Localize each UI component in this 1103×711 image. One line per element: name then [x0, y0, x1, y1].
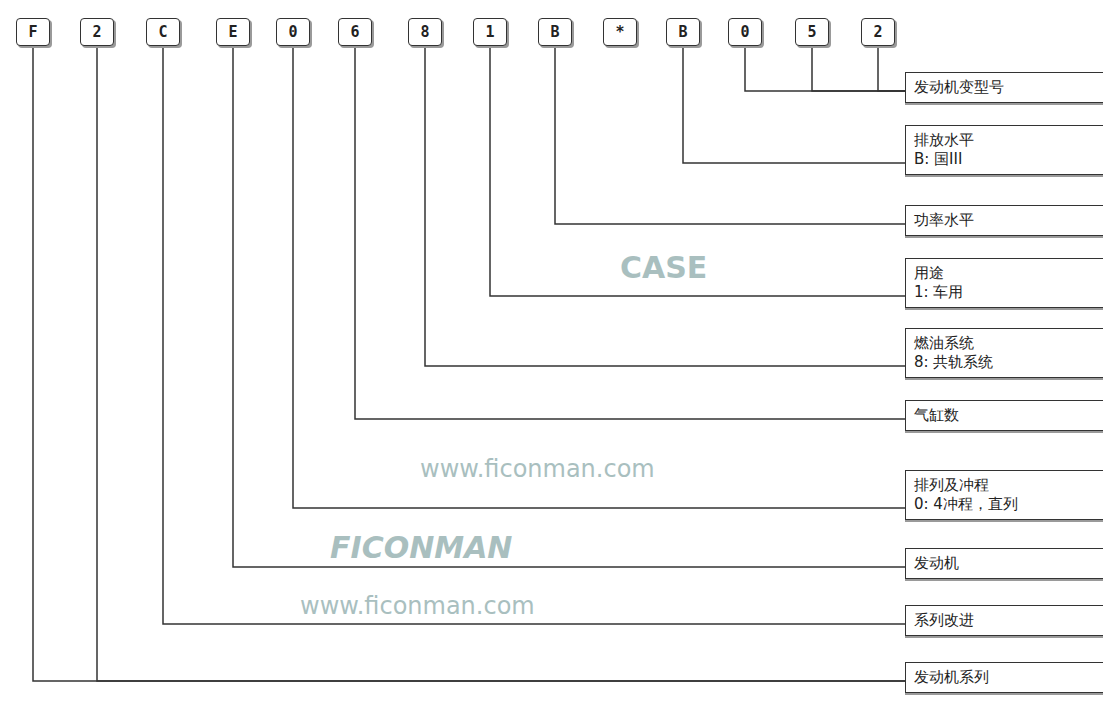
code-box: E — [216, 18, 250, 46]
field-label: B: 国III — [914, 150, 1103, 169]
code-box: F — [16, 18, 50, 46]
code-character: 2 — [873, 23, 882, 41]
code-character: 5 — [807, 23, 816, 41]
code-character: 2 — [92, 23, 101, 41]
code-character: 1 — [485, 23, 494, 41]
code-box: 1 — [473, 18, 507, 46]
legend-box: 发动机 — [905, 548, 1103, 579]
field-label: 发动机 — [914, 554, 1103, 573]
code-box: 8 — [408, 18, 442, 46]
leader-line — [425, 46, 905, 366]
code-character: F — [28, 23, 37, 41]
code-box: 6 — [338, 18, 372, 46]
code-character: 0 — [288, 23, 297, 41]
leader-line — [33, 46, 905, 681]
code-box: 2 — [80, 18, 114, 46]
field-label: 0: 4冲程，直列 — [914, 495, 1103, 514]
field-label: 排放水平 — [914, 131, 1103, 150]
watermark: www.ficonman.com — [300, 592, 535, 620]
leader-line — [293, 46, 905, 508]
legend-box: 燃油系统8: 共轨系统 — [905, 328, 1103, 378]
leader-line — [163, 46, 905, 624]
leader-line — [233, 46, 905, 567]
watermark: CASE — [620, 250, 707, 285]
field-label: 燃油系统 — [914, 334, 1103, 353]
code-box: B — [538, 18, 572, 46]
field-label: 8: 共轨系统 — [914, 353, 1103, 372]
code-character: 0 — [740, 23, 749, 41]
field-label: 用途 — [914, 264, 1103, 283]
field-label: 功率水平 — [914, 211, 1103, 230]
legend-box: 功率水平 — [905, 205, 1103, 236]
leader-line — [355, 46, 905, 419]
code-character: C — [158, 23, 167, 41]
legend-box: 排放水平B: 国III — [905, 125, 1103, 175]
watermark: www.ficonman.com — [420, 455, 655, 483]
leader-line — [490, 46, 905, 296]
code-box: C — [146, 18, 180, 46]
leader-line — [683, 46, 905, 163]
field-label: 气缸数 — [914, 406, 1103, 425]
code-character: B — [550, 23, 559, 41]
legend-box: 气缸数 — [905, 400, 1103, 431]
code-box: 0 — [276, 18, 310, 46]
code-character: B — [678, 23, 687, 41]
legend-box: 系列改进 — [905, 605, 1103, 636]
field-label: 1: 车用 — [914, 283, 1103, 302]
leader-line — [97, 46, 905, 681]
leader-line — [745, 46, 905, 91]
code-box: * — [603, 18, 637, 46]
field-label: 排列及冲程 — [914, 476, 1103, 495]
code-box: 5 — [795, 18, 829, 46]
field-label: 发动机变型号 — [914, 78, 1103, 97]
code-character: 8 — [420, 23, 429, 41]
legend-box: 发动机系列 — [905, 662, 1103, 693]
code-box: B — [666, 18, 700, 46]
leader-line — [555, 46, 905, 224]
watermark: FICONMAN — [330, 530, 512, 565]
legend-box: 用途1: 车用 — [905, 258, 1103, 308]
code-box: 2 — [861, 18, 895, 46]
code-character: 6 — [350, 23, 359, 41]
legend-box: 发动机变型号 — [905, 72, 1103, 103]
code-character: * — [615, 23, 624, 41]
legend-box: 排列及冲程0: 4冲程，直列 — [905, 470, 1103, 520]
field-label: 系列改进 — [914, 611, 1103, 630]
code-box: 0 — [728, 18, 762, 46]
field-label: 发动机系列 — [914, 668, 1103, 687]
leader-line — [812, 46, 905, 91]
leader-line — [878, 46, 905, 91]
code-character: E — [228, 23, 237, 41]
